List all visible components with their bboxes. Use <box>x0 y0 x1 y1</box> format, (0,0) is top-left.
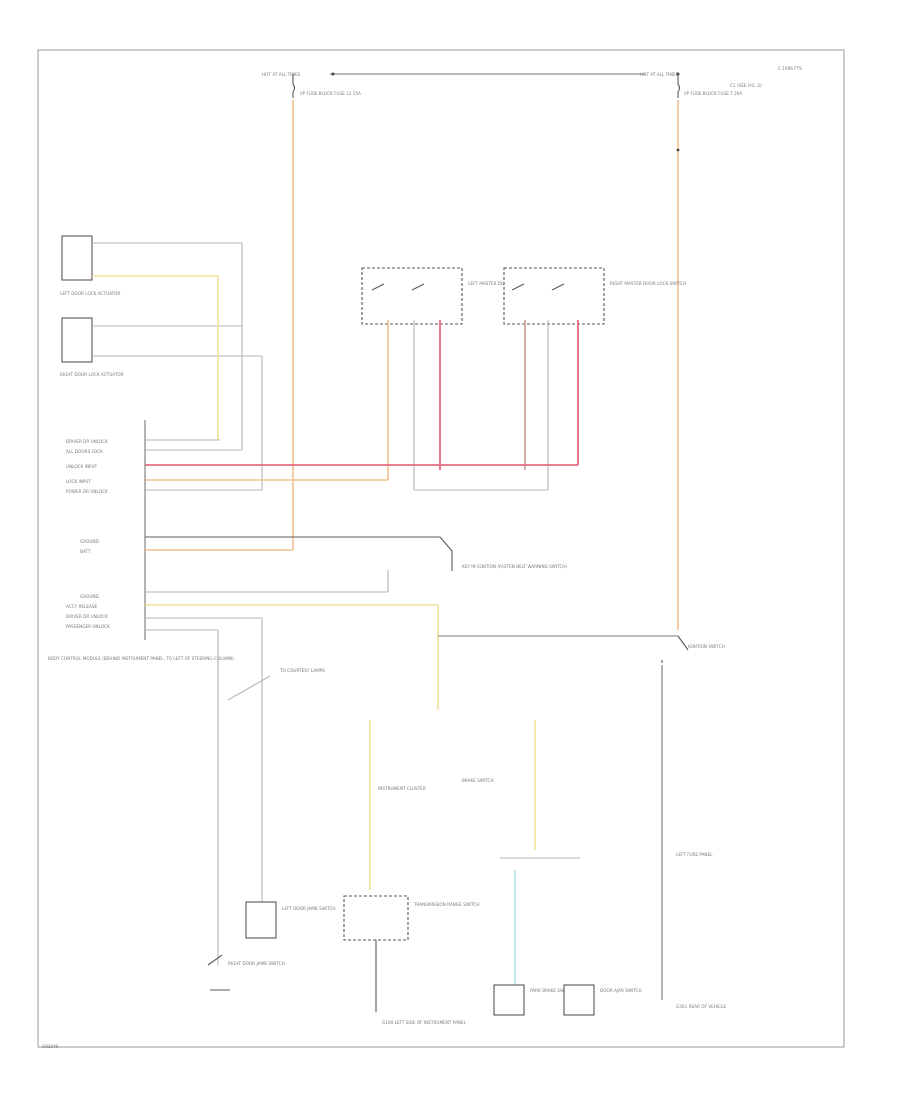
trans-range-box <box>343 895 409 941</box>
park-brake-box <box>493 984 525 1016</box>
bcm-pin-8: GROUND <box>80 594 99 599</box>
instrument-cluster-label: INSTRUMENT CLUSTER <box>378 786 426 791</box>
fuse-right-label: I/P FUSE BLOCK FUSE 7 20A <box>684 91 742 96</box>
bcm-pin-3: UNLOCK INPUT <box>66 464 98 469</box>
right-door-actuator-box <box>61 317 93 363</box>
ground-rear-label: G301 REAR OF VEHICLE <box>676 1004 726 1009</box>
door-ajar-box <box>563 984 595 1016</box>
brake-switch-label: BRAKE SWITCH <box>462 778 494 783</box>
left-fuse-panel-label: LEFT FUSE PANEL <box>676 852 713 857</box>
key-switch-symbol <box>439 536 453 571</box>
right-switch-label: RIGHT MASTER DOOR LOCK SWITCH <box>610 281 686 286</box>
to-courtesy-label: TO COURTESY LAMPS <box>279 668 325 673</box>
ignition-switch-label: IGNITION SWITCH <box>688 644 725 649</box>
ignition-switch-symbol <box>661 635 689 663</box>
footer-code: G93046 <box>42 1044 59 1049</box>
courtesy-leader <box>227 675 271 701</box>
bcm-pin-1: DRIVER DR UNLOCK <box>66 439 108 444</box>
fuse-node-left <box>331 72 335 76</box>
bcm-pin-11: PASSENGER UNLOCK <box>66 624 110 629</box>
splice-right <box>676 148 680 152</box>
fuse-left-label: I/P FUSE BLOCK FUSE 12 15A <box>300 91 361 96</box>
key-in-ignition-label: KEY IN IGNITION (FASTEN BELT WARNING SWI… <box>462 564 568 569</box>
left-switch-box <box>361 267 463 325</box>
ground-g100-label: G100 LEFT SIDE OF INSTRUMENT PANEL <box>382 1020 467 1025</box>
park-brake-label: PARK BRAKE SWITCH <box>530 988 574 993</box>
transmission-range-label: TRANSMISSION RANGE SWITCH <box>413 902 480 907</box>
bcm-pin-7: BATT <box>80 549 91 554</box>
fuse-note: C1 (SEE FIG. 2) <box>730 83 762 88</box>
fuse-right-symbol <box>677 74 681 98</box>
right-switch-box <box>503 267 605 325</box>
switch-contacts <box>371 283 565 291</box>
left-door-actuator-box <box>61 235 93 281</box>
left-door-actuator-label: LEFT DOOR LOCK ACTUATOR <box>60 291 120 296</box>
diagram-frame <box>37 49 845 1048</box>
right-jamb-symbol <box>207 954 230 991</box>
door-ajar-label: DOOR AJAR SWITCH <box>600 988 642 993</box>
bcm-pin-9: ACCY RELEASE <box>66 604 98 609</box>
right-door-actuator-label: RIGHT DOOR LOCK ACTUATOR <box>60 372 124 377</box>
bcm-pin-5: POWER DR UNLOCK <box>66 489 108 494</box>
hot-at-all-times-left: HOT AT ALL TIMES <box>262 72 301 77</box>
bcm-label: BODY CONTROL MODULE (BEHIND INSTRUMENT P… <box>48 656 234 661</box>
page-id-label: C 1996 FTS <box>778 66 802 71</box>
bcm-pin-2: ALL DOORS LOCK <box>66 449 103 454</box>
right-door-jamb-label: RIGHT DOOR JAMB SWITCH <box>228 961 285 966</box>
left-door-jamb-label: LEFT DOOR JAMB SWITCH <box>282 906 336 911</box>
hot-at-all-times-right: HOT AT ALL TIMES <box>640 72 679 77</box>
left-jamb-switch-box <box>245 901 277 939</box>
bcm-pin-4: LOCK INPUT <box>66 479 91 484</box>
bcm-pin-10: DRIVER DR UNLOCK <box>66 614 108 619</box>
fuse-left-symbol <box>292 74 296 98</box>
bcm-pin-6: GROUND <box>80 539 99 544</box>
